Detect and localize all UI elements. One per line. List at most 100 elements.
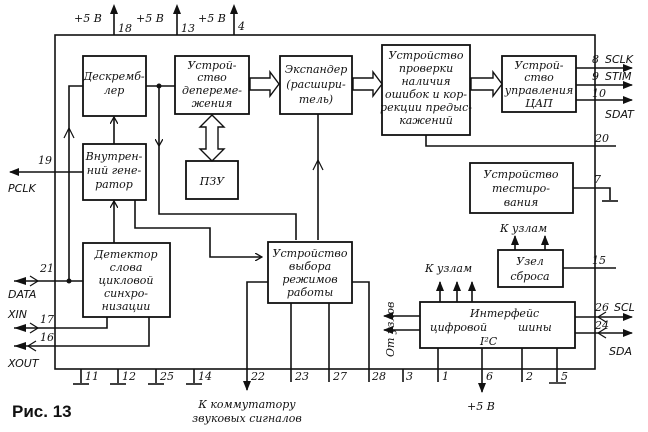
svg-text:10: 10 bbox=[592, 87, 606, 100]
block-test-device: Устройство тестиро- вания bbox=[469, 162, 574, 214]
svg-text:Детектор: Детектор bbox=[93, 248, 157, 261]
svg-text:Устрой-: Устрой- bbox=[514, 59, 563, 72]
svg-text:шины: шины bbox=[518, 321, 552, 334]
svg-text:Внутрен-: Внутрен- bbox=[85, 150, 143, 163]
svg-text:(расшири-: (расшири- bbox=[286, 78, 346, 91]
svg-text:PCLK: PCLK bbox=[8, 182, 36, 195]
block-reset: Узел сброса bbox=[497, 249, 564, 288]
svg-text:+5 В: +5 В bbox=[74, 12, 102, 25]
svg-text:ство: ство bbox=[524, 71, 554, 84]
svg-text:кажений: кажений bbox=[399, 114, 453, 127]
svg-text:3: 3 bbox=[406, 370, 413, 383]
to-switch-label-2: звуковых сигналов bbox=[192, 412, 302, 425]
block-error-check: Устройство проверки наличия ошибок и кор… bbox=[380, 44, 472, 136]
svg-text:+5 В: +5 В bbox=[198, 12, 226, 25]
block-deinterleaver: Устрой- ство деперeме- жения bbox=[174, 55, 250, 115]
svg-text:20: 20 bbox=[594, 132, 609, 145]
svg-text:+5 В: +5 В bbox=[136, 12, 164, 25]
svg-text:25: 25 bbox=[159, 370, 174, 383]
svg-text:2: 2 bbox=[525, 370, 533, 383]
svg-text:наличия: наличия bbox=[401, 75, 450, 88]
block-descrambler: Дескремб- лер bbox=[82, 55, 147, 117]
output-stim: 9 STIM bbox=[576, 70, 633, 89]
svg-text:цикловой: цикловой bbox=[98, 274, 153, 287]
svg-text:24: 24 bbox=[594, 319, 609, 332]
chip-outline bbox=[54, 34, 596, 370]
svg-text:8: 8 bbox=[592, 53, 599, 66]
block-mode-select: Устройство выбора режимов работы bbox=[267, 241, 353, 304]
svg-text:XOUT: XOUT bbox=[7, 357, 40, 370]
svg-text:+5 В: +5 В bbox=[467, 400, 495, 413]
svg-text:DATA: DATA bbox=[8, 288, 36, 301]
svg-text:Узел: Узел bbox=[516, 255, 543, 268]
svg-text:26: 26 bbox=[594, 301, 609, 314]
bidir-scl: 26 SCL bbox=[575, 301, 635, 323]
bus-arrow-rom-deinterleaver bbox=[198, 114, 226, 162]
ground-pins bbox=[73, 369, 202, 385]
svg-text:SCL: SCL bbox=[614, 301, 635, 314]
block-internal-generator: Внутрен- ний гене- ратор bbox=[82, 143, 147, 201]
svg-text:тестиро-: тестиро- bbox=[492, 182, 550, 195]
input-data: 21 DATA bbox=[8, 262, 83, 301]
power-pin-18: +5 В 18 bbox=[74, 4, 132, 35]
svg-text:ство: ство bbox=[197, 71, 227, 84]
svg-text:режимов: режимов bbox=[282, 273, 337, 286]
power-pin-4: +5 В 4 bbox=[198, 4, 245, 35]
svg-text:вания: вания bbox=[504, 196, 539, 209]
svg-text:Устройство: Устройство bbox=[389, 49, 464, 62]
block-sync-detector: Детектор слова цикловой синхро- низации bbox=[82, 242, 171, 318]
svg-text:низации: низации bbox=[102, 300, 151, 313]
bus-arrow-deinterleaver-expander bbox=[249, 69, 280, 99]
svg-text:выбора: выбора bbox=[289, 260, 331, 273]
svg-text:синхро-: синхро- bbox=[104, 287, 148, 300]
svg-text:Устройство: Устройство bbox=[484, 168, 559, 181]
bus-arrow-expander-errorcheck bbox=[352, 69, 383, 99]
output-xout: 16 XOUT bbox=[7, 317, 150, 370]
svg-text:17: 17 bbox=[40, 313, 54, 326]
svg-text:ошибок и кор-: ошибок и кор- bbox=[385, 88, 467, 101]
svg-text:27: 27 bbox=[332, 370, 347, 383]
to-switch-label: К коммутатору bbox=[197, 398, 296, 411]
svg-text:ЦАП: ЦАП bbox=[525, 97, 553, 110]
svg-text:проверки: проверки bbox=[399, 62, 453, 75]
svg-text:деперeме-: деперeме- bbox=[182, 84, 242, 97]
svg-text:Устройство: Устройство bbox=[273, 247, 348, 260]
svg-text:13: 13 bbox=[181, 22, 195, 35]
svg-text:Устрой-: Устрой- bbox=[187, 59, 236, 72]
svg-text:14: 14 bbox=[198, 370, 212, 383]
svg-text:ний гене-: ний гене- bbox=[87, 164, 142, 177]
svg-text:рекции предыс-: рекции предыс- bbox=[380, 101, 472, 114]
svg-text:21: 21 bbox=[39, 262, 54, 275]
input-xin: 17 XIN bbox=[7, 308, 108, 334]
block-rom: ПЗУ bbox=[185, 160, 239, 200]
svg-text:I²C: I²C bbox=[479, 335, 498, 348]
svg-text:сброса: сброса bbox=[510, 270, 549, 283]
svg-text:1: 1 bbox=[442, 370, 449, 383]
svg-text:22: 22 bbox=[250, 370, 265, 383]
svg-text:SCLK: SCLK bbox=[605, 53, 634, 66]
svg-text:тель): тель) bbox=[299, 93, 333, 106]
output-pclk: 19 PCLK bbox=[8, 154, 83, 195]
svg-text:ратор: ратор bbox=[95, 178, 133, 191]
svg-text:цифровой: цифровой bbox=[430, 321, 487, 334]
svg-text:11: 11 bbox=[85, 370, 99, 383]
output-sclk: 8 SCLK bbox=[576, 53, 634, 72]
svg-text:16: 16 bbox=[40, 331, 54, 344]
svg-text:Экспандер: Экспандер bbox=[285, 63, 348, 76]
svg-text:23: 23 bbox=[294, 370, 309, 383]
power-pin-13: +5 В 13 bbox=[136, 4, 195, 35]
svg-text:ПЗУ: ПЗУ bbox=[199, 175, 225, 188]
svg-text:управления: управления bbox=[504, 84, 574, 97]
svg-text:7: 7 bbox=[594, 173, 601, 186]
bus-arrow-errorcheck-dac bbox=[470, 69, 503, 99]
svg-text:SDAT: SDAT bbox=[605, 108, 635, 121]
svg-text:К узлам: К узлам bbox=[424, 262, 472, 275]
block-dac-control: Устрой- ство управления ЦАП bbox=[501, 55, 577, 113]
svg-text:6: 6 bbox=[486, 370, 493, 383]
svg-text:STIM: STIM bbox=[605, 70, 632, 83]
svg-text:12: 12 bbox=[122, 370, 136, 383]
svg-text:слова: слова bbox=[110, 261, 143, 274]
svg-text:9: 9 bbox=[592, 70, 599, 83]
svg-text:15: 15 bbox=[592, 254, 606, 267]
svg-text:Интерфейс: Интерфейс bbox=[469, 307, 539, 320]
